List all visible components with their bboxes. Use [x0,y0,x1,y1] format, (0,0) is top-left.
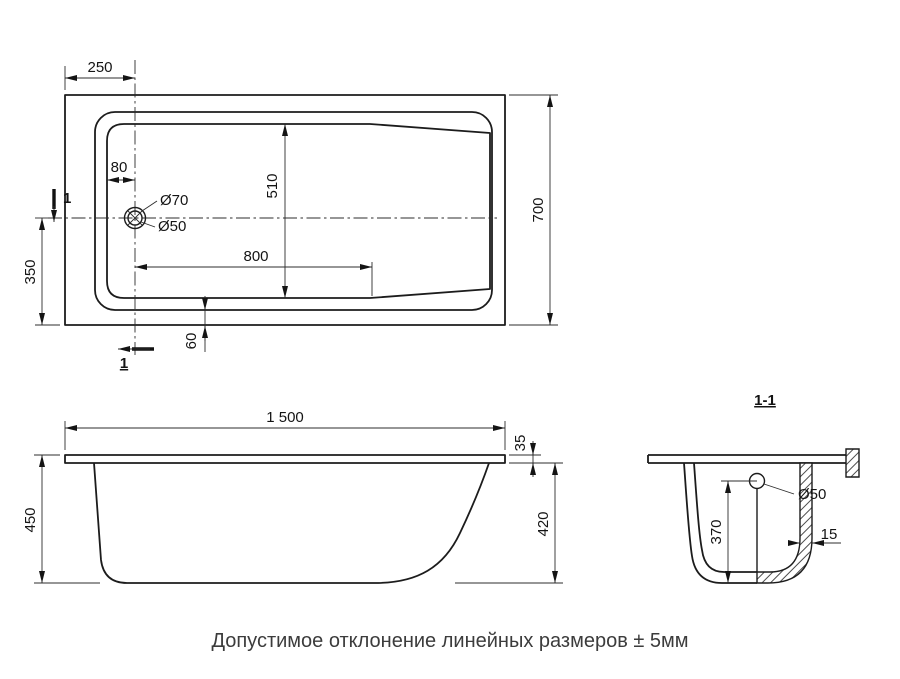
tub-outer-outline [64,94,506,326]
drain-diameter-labels: Ø70 Ø50 [140,192,188,235]
dim-450: 450 [22,454,100,584]
front-view: 1 500 35 420 450 [22,409,563,584]
top-view: 250 80 Ø70 Ø50 510 800 350 [22,59,558,372]
section-cut-marks: 1 1 [51,189,154,372]
dim-350: 350 [22,217,60,326]
dim-1500-label: 1 500 [266,409,304,426]
section-view: 1-1 Ø50 370 15 [647,392,860,584]
dim-d50-label: Ø50 [158,218,186,235]
dim-80-label: 80 [111,159,128,176]
dim-d70-label: Ø70 [160,192,188,209]
dim-510: 510 [264,124,288,298]
dim-250-label: 250 [87,59,112,76]
dim-35-label: 35 [512,435,529,452]
dim-370: 370 [708,480,757,583]
dim-15: 15 [788,526,841,546]
dim-350-label: 350 [22,259,39,284]
section-view-title: 1-1 [754,392,776,409]
tub-body-outline [93,462,490,584]
tub-rim-outline [94,111,493,311]
tub-floor-outline [106,123,491,299]
section-wall-outer [683,462,757,584]
dim-700: 700 [509,94,558,326]
drain-symbol [123,206,147,230]
cut-wall-hatched [756,462,813,584]
dim-420: 420 [455,463,563,584]
dim-800-label: 800 [243,248,268,265]
tolerance-note: Допустимое отклонение линейных размеров … [211,630,688,652]
section-label-left: 1 [63,190,71,207]
dim-80: 80 [107,159,135,183]
section-label-bottom: 1 [120,355,128,372]
dim-60-label: 60 [183,333,200,350]
dim-700-label: 700 [530,197,547,222]
dim-510-label: 510 [264,173,281,198]
dim-250: 250 [64,59,135,90]
dim-60: 60 [183,296,208,352]
rim-slab-outline [64,454,506,464]
dim-370-label: 370 [708,519,725,544]
dim-800: 800 [135,248,373,296]
rim-cut-edge [845,448,860,478]
dim-15-label: 15 [821,526,838,543]
dim-420-label: 420 [535,511,552,536]
dim-1500: 1 500 [64,409,506,450]
dim-450-label: 450 [22,507,39,532]
dim-d50-section-label: Ø50 [798,486,826,503]
section-wall-inner [693,462,757,573]
dim-d50-section: Ø50 [763,483,826,503]
